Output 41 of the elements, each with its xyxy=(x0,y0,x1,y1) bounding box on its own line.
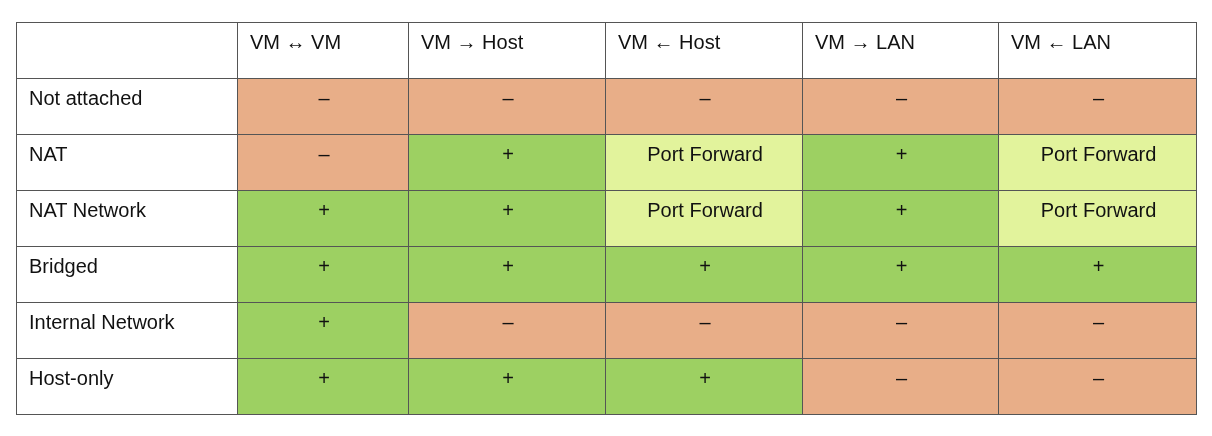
status-cell: + xyxy=(605,358,803,415)
status-cell: + xyxy=(802,134,999,191)
status-cell: + xyxy=(408,246,606,303)
status-cell: + xyxy=(802,246,999,303)
status-cell: – xyxy=(408,78,606,135)
status-cell: – xyxy=(605,78,803,135)
status-cell: + xyxy=(998,246,1197,303)
status-cell: – xyxy=(802,78,999,135)
status-cell: + xyxy=(408,190,606,247)
row-header: NAT xyxy=(16,134,238,191)
row-header: Not attached xyxy=(16,78,238,135)
status-cell: + xyxy=(802,190,999,247)
status-cell: + xyxy=(237,190,409,247)
column-header: VM ← Host xyxy=(605,22,803,79)
status-cell: – xyxy=(605,302,803,359)
column-header: VM → Host xyxy=(408,22,606,79)
status-cell: – xyxy=(802,302,999,359)
status-cell: – xyxy=(237,134,409,191)
status-cell: – xyxy=(237,78,409,135)
row-header: Host-only xyxy=(16,358,238,415)
status-cell: – xyxy=(998,78,1197,135)
status-cell: + xyxy=(237,302,409,359)
status-cell: – xyxy=(408,302,606,359)
row-header: Internal Network xyxy=(16,302,238,359)
column-header: VM ↔ VM xyxy=(237,22,409,79)
row-header: NAT Network xyxy=(16,190,238,247)
status-cell: – xyxy=(998,358,1197,415)
status-cell: + xyxy=(408,134,606,191)
status-cell: – xyxy=(802,358,999,415)
status-cell: Port Forward xyxy=(605,134,803,191)
status-cell: Port Forward xyxy=(605,190,803,247)
status-cell: + xyxy=(237,358,409,415)
status-cell: Port Forward xyxy=(998,134,1197,191)
column-header: VM → LAN xyxy=(802,22,999,79)
column-header: VM ← LAN xyxy=(998,22,1197,79)
status-cell: – xyxy=(998,302,1197,359)
status-cell: + xyxy=(605,246,803,303)
row-header: Bridged xyxy=(16,246,238,303)
status-cell: Port Forward xyxy=(998,190,1197,247)
status-cell: + xyxy=(408,358,606,415)
status-cell: + xyxy=(237,246,409,303)
